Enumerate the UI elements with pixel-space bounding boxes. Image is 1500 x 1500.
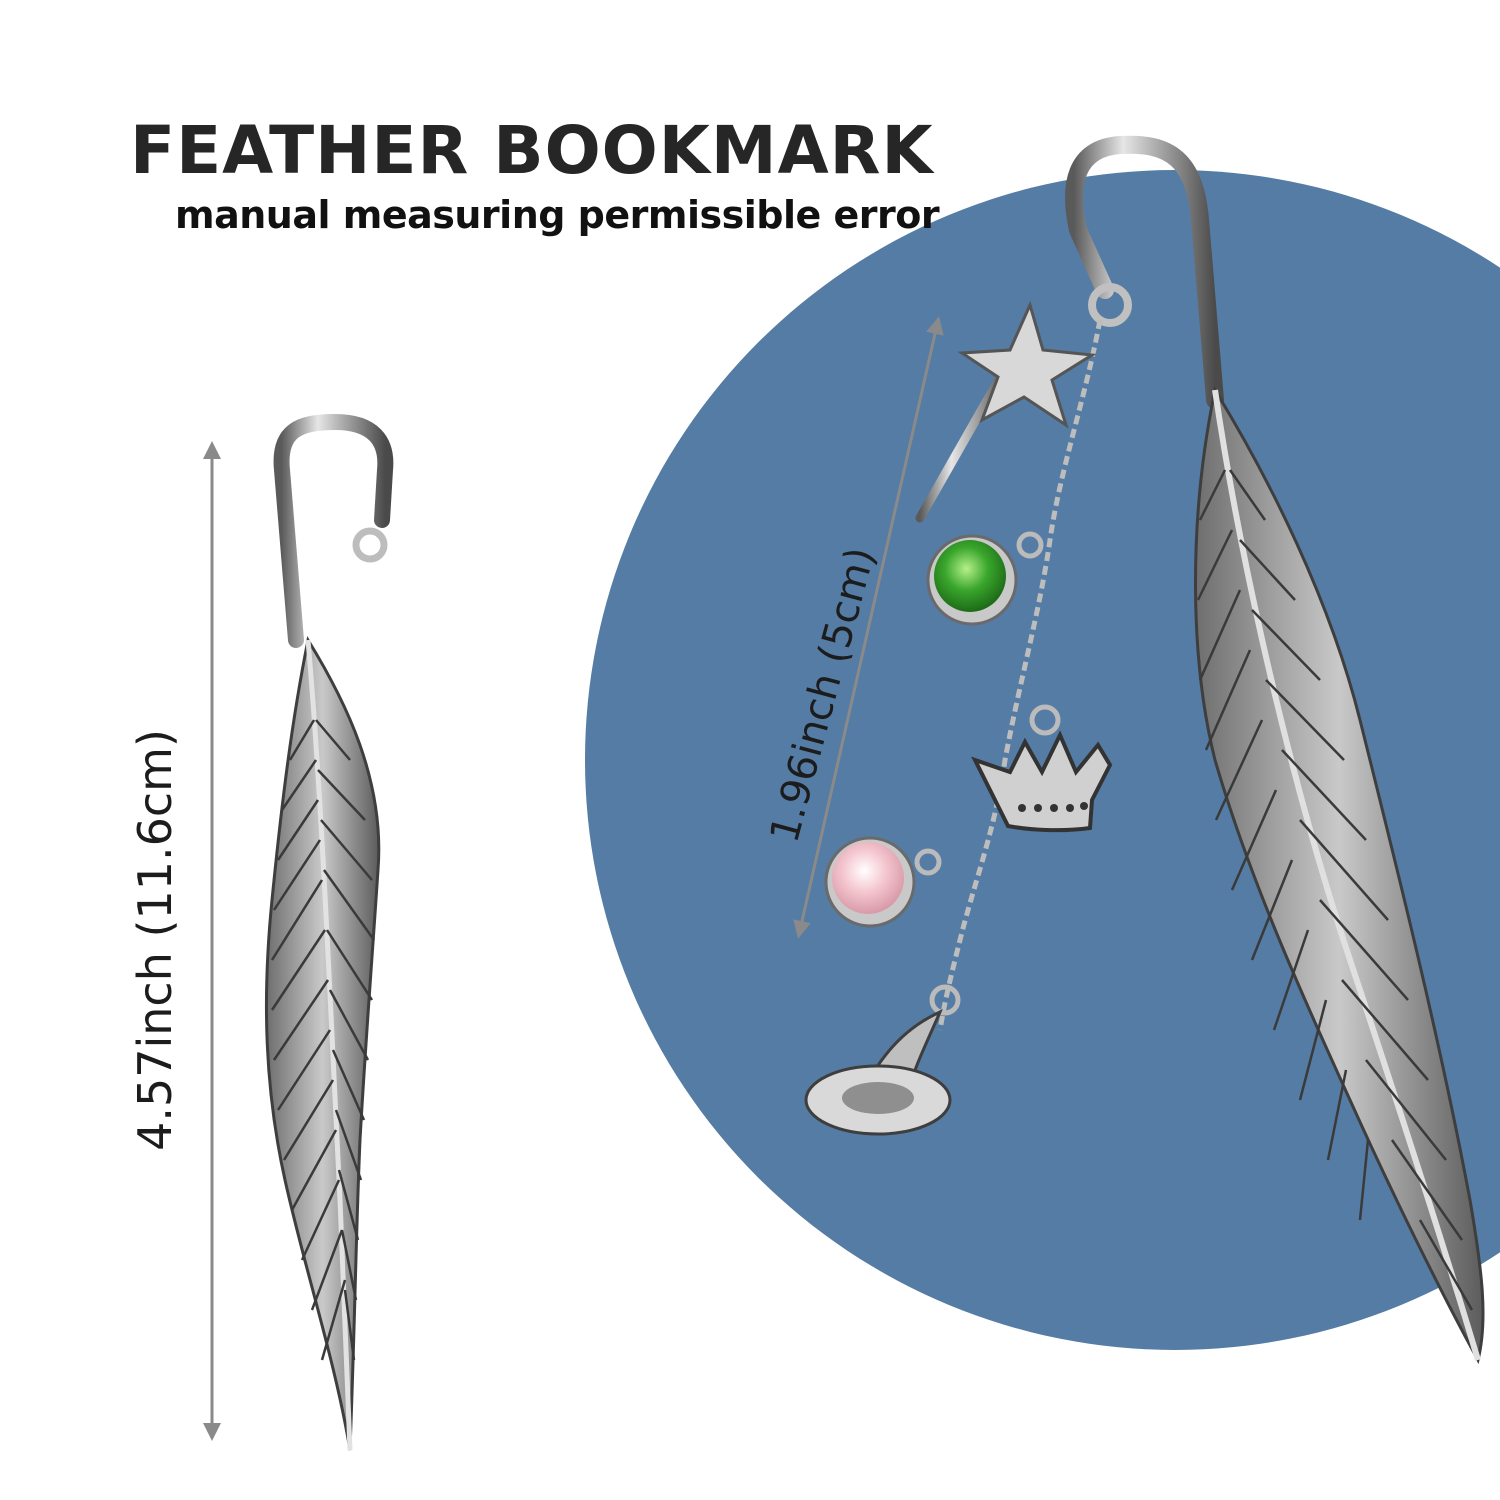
bookmark-hook [273, 413, 394, 648]
large-feather-quill [1212, 389, 1481, 1361]
charm-length-arrow [793, 316, 944, 939]
large-bookmark-hook [1065, 135, 1224, 409]
large-feather-barbs [1196, 469, 1474, 1311]
page-title: FEATHER BOOKMARK [130, 112, 934, 189]
feather-barbs [270, 719, 376, 1361]
bookmark-length-label: 4.57inch (11.6cm) [128, 729, 182, 1151]
plain-feather-bookmark [264, 413, 394, 1451]
large-hook-ring [1088, 283, 1132, 327]
hook-ring [352, 527, 388, 563]
page-subtitle: manual measuring permissible error [175, 193, 940, 237]
crown-icon [971, 704, 1113, 833]
charm-chain [937, 319, 1103, 1031]
witch-hat-icon [804, 984, 961, 1136]
gem-icon-green [926, 531, 1044, 626]
feather-quill [305, 639, 353, 1451]
